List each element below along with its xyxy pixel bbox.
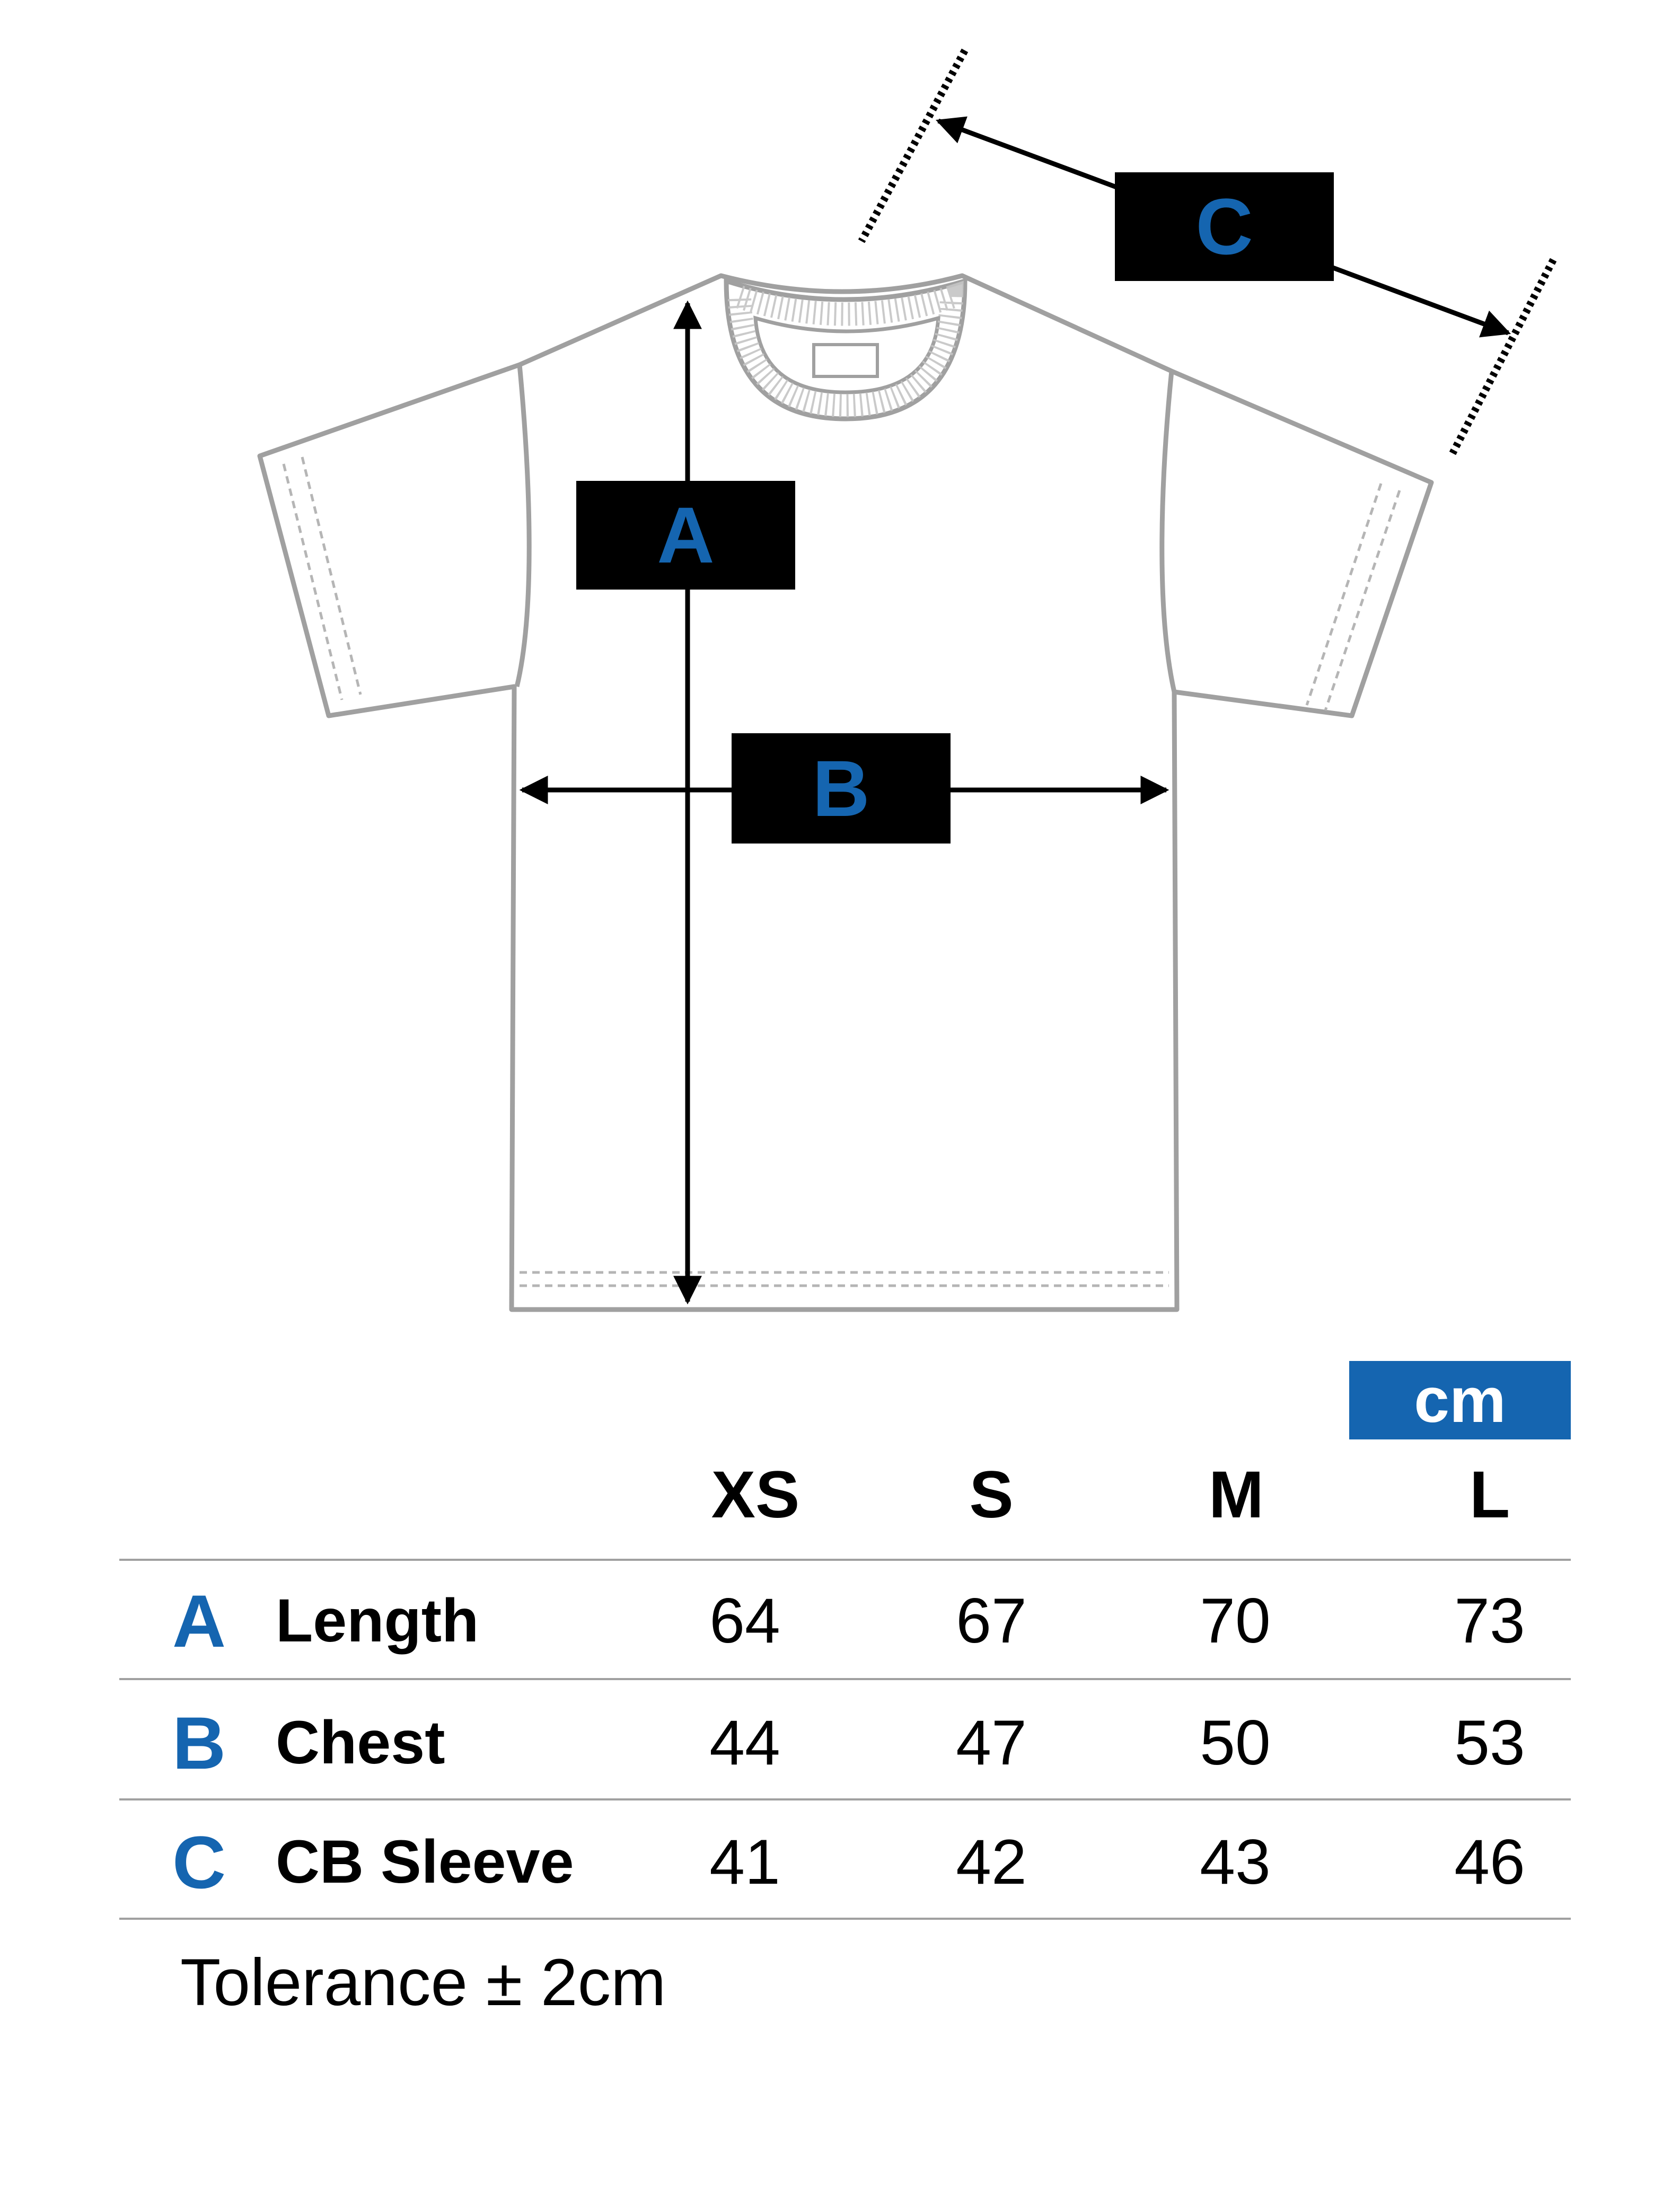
unit-badge: cm bbox=[1349, 1361, 1571, 1439]
row-value: 41 bbox=[709, 1826, 780, 1898]
row-name: CB Sleeve bbox=[276, 1828, 574, 1896]
row-value: 44 bbox=[709, 1707, 780, 1778]
table-rule bbox=[119, 1918, 1571, 1920]
size-header-s: S bbox=[969, 1458, 1014, 1532]
table-rule bbox=[119, 1559, 1571, 1561]
table-rule bbox=[119, 1798, 1571, 1800]
stitching bbox=[282, 456, 1401, 1287]
label-a: A bbox=[576, 481, 795, 590]
row-value: 70 bbox=[1200, 1585, 1271, 1656]
row-value: 47 bbox=[956, 1707, 1027, 1778]
table-rule bbox=[119, 1678, 1571, 1680]
row-value: 53 bbox=[1454, 1707, 1525, 1778]
label-b: B bbox=[732, 733, 951, 844]
row-name: Length bbox=[276, 1587, 479, 1655]
tshirt-diagram bbox=[257, 48, 1557, 1312]
armhole-seams bbox=[514, 364, 1177, 692]
size-header-xs: XS bbox=[711, 1458, 800, 1532]
row-letter: A bbox=[172, 1579, 226, 1663]
row-letter: B bbox=[172, 1701, 226, 1785]
tolerance-note: Tolerance ± 2cm bbox=[180, 1946, 666, 2019]
size-header-l: L bbox=[1469, 1458, 1510, 1532]
table-row: C CB Sleeve 41 42 43 46 bbox=[119, 1803, 1571, 1922]
row-value: 64 bbox=[709, 1585, 780, 1656]
row-value: 50 bbox=[1200, 1707, 1271, 1778]
collar-rib bbox=[724, 277, 967, 421]
row-value: 43 bbox=[1200, 1826, 1271, 1898]
size-header-m: M bbox=[1208, 1458, 1264, 1532]
row-value: 73 bbox=[1454, 1585, 1525, 1656]
table-row: A Length 64 67 70 73 bbox=[119, 1561, 1571, 1681]
row-value: 67 bbox=[956, 1585, 1027, 1656]
label-c: C bbox=[1115, 172, 1334, 281]
row-value: 42 bbox=[956, 1826, 1027, 1898]
row-value: 46 bbox=[1454, 1826, 1525, 1898]
table-row: B Chest 44 47 50 53 bbox=[119, 1683, 1571, 1803]
neck-label-tag bbox=[812, 343, 879, 378]
row-name: Chest bbox=[276, 1709, 445, 1777]
row-letter: C bbox=[172, 1821, 226, 1904]
